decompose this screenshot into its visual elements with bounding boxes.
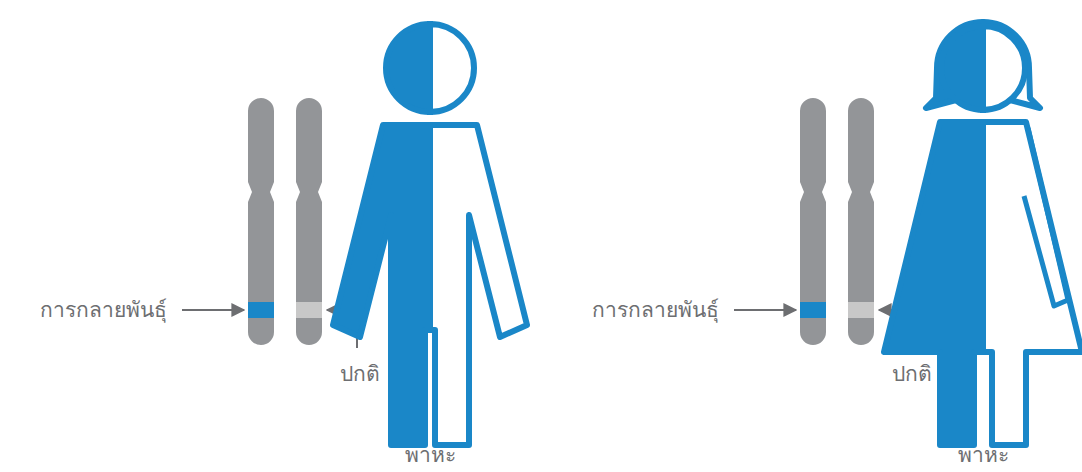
body-outline-half [430, 125, 527, 445]
chromosome [848, 98, 874, 345]
chromosome-pair [182, 98, 357, 348]
allele-label: ปกติ [892, 360, 932, 388]
allele-label: ปกติ [340, 360, 380, 388]
leader-arrow [182, 309, 244, 311]
person-figure: พาหะ [325, 0, 535, 472]
chromosome [800, 98, 826, 345]
body-outline-half [983, 122, 1082, 445]
body-filled-half [884, 122, 983, 445]
chromosome [296, 98, 322, 345]
chromosome [248, 98, 274, 345]
mutation-band [800, 302, 826, 318]
head-filled-half [941, 26, 983, 110]
head-outline-half [430, 24, 474, 112]
allele-label: การกลายพันธุ์ [40, 296, 167, 324]
status-label: พาหะ [878, 441, 1082, 469]
status-label: พาหะ [325, 441, 535, 469]
arm-outline [1024, 128, 1068, 306]
normal-band [848, 302, 874, 318]
figure-shape [325, 0, 535, 472]
allele-label: การกลายพันธุ์ [592, 296, 719, 324]
figure-shape [878, 0, 1082, 472]
chromosome-pair [734, 98, 909, 348]
normal-band [296, 302, 322, 318]
person-figure: พาหะ [878, 0, 1082, 472]
leader-arrow [734, 309, 796, 311]
mutation-band [248, 302, 274, 318]
head-outline-half [983, 26, 1025, 110]
body-filled-half [333, 125, 430, 445]
head-filled-half [386, 24, 430, 112]
